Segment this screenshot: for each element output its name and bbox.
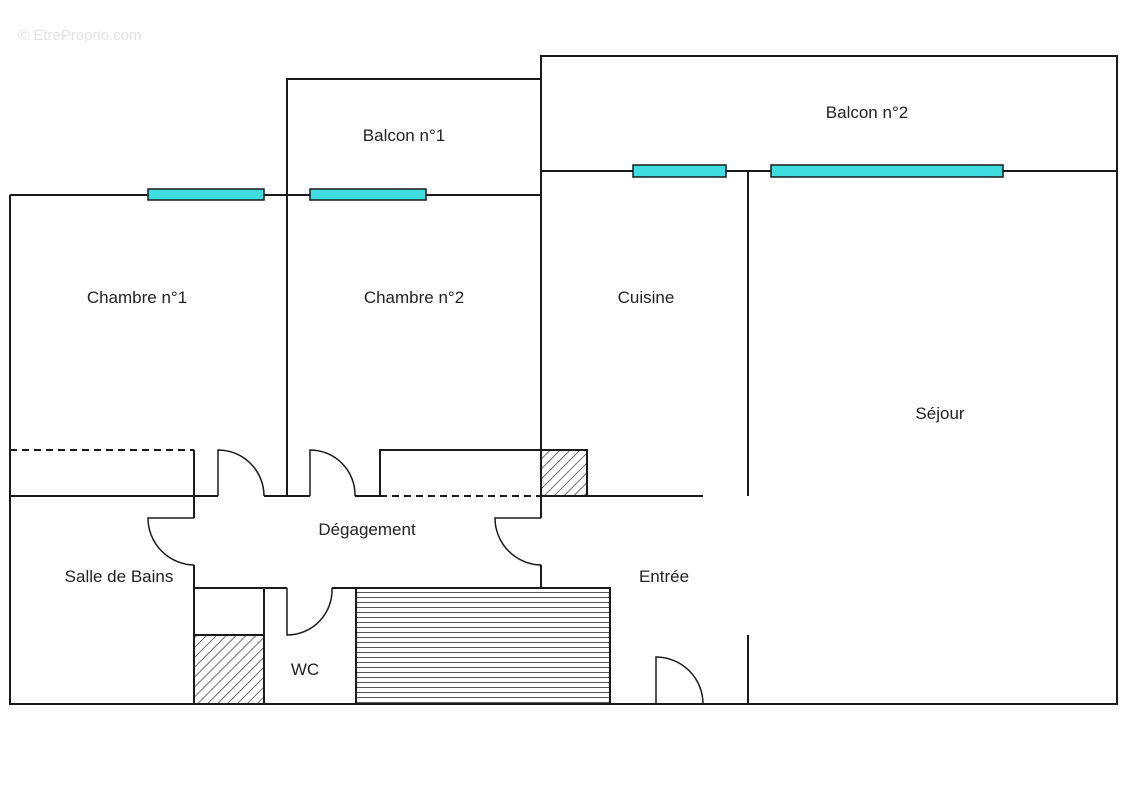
label-balcon-1: Balcon n°1 [363,126,445,145]
label-entree: Entrée [639,567,689,586]
door-wc [286,587,333,636]
door-chambre-2 [309,449,356,497]
label-chambre-1: Chambre n°1 [87,288,187,307]
label-chambre-2: Chambre n°2 [364,288,464,307]
window-chambre-2 [309,188,427,201]
window-chambre-1 [147,188,265,201]
door-salle-de-bains [147,517,195,566]
label-salle-de-bains: Salle de Bains [65,567,174,586]
label-wc: WC [291,660,319,679]
label-cuisine: Cuisine [618,288,675,307]
storage-hatched [355,587,611,705]
window-sejour [770,164,1004,178]
label-degagement: Dégagement [318,520,416,539]
watermark: © EtreProprio.com [18,27,142,44]
door-chambre-1 [217,449,265,497]
door-degagement-entree [494,517,542,566]
doors [147,449,704,705]
shaft-hatched-kitchen [540,449,588,497]
shaft-hatched-bathroom [193,634,265,705]
window-cuisine [632,164,727,178]
label-balcon-2: Balcon n°2 [826,103,908,122]
door-entree [655,656,704,705]
windows [147,164,1004,201]
room-labels: Balcon n°1 Balcon n°2 Chambre n°1 Chambr… [65,103,965,679]
label-sejour: Séjour [915,404,964,423]
dashed-lines [10,449,541,589]
